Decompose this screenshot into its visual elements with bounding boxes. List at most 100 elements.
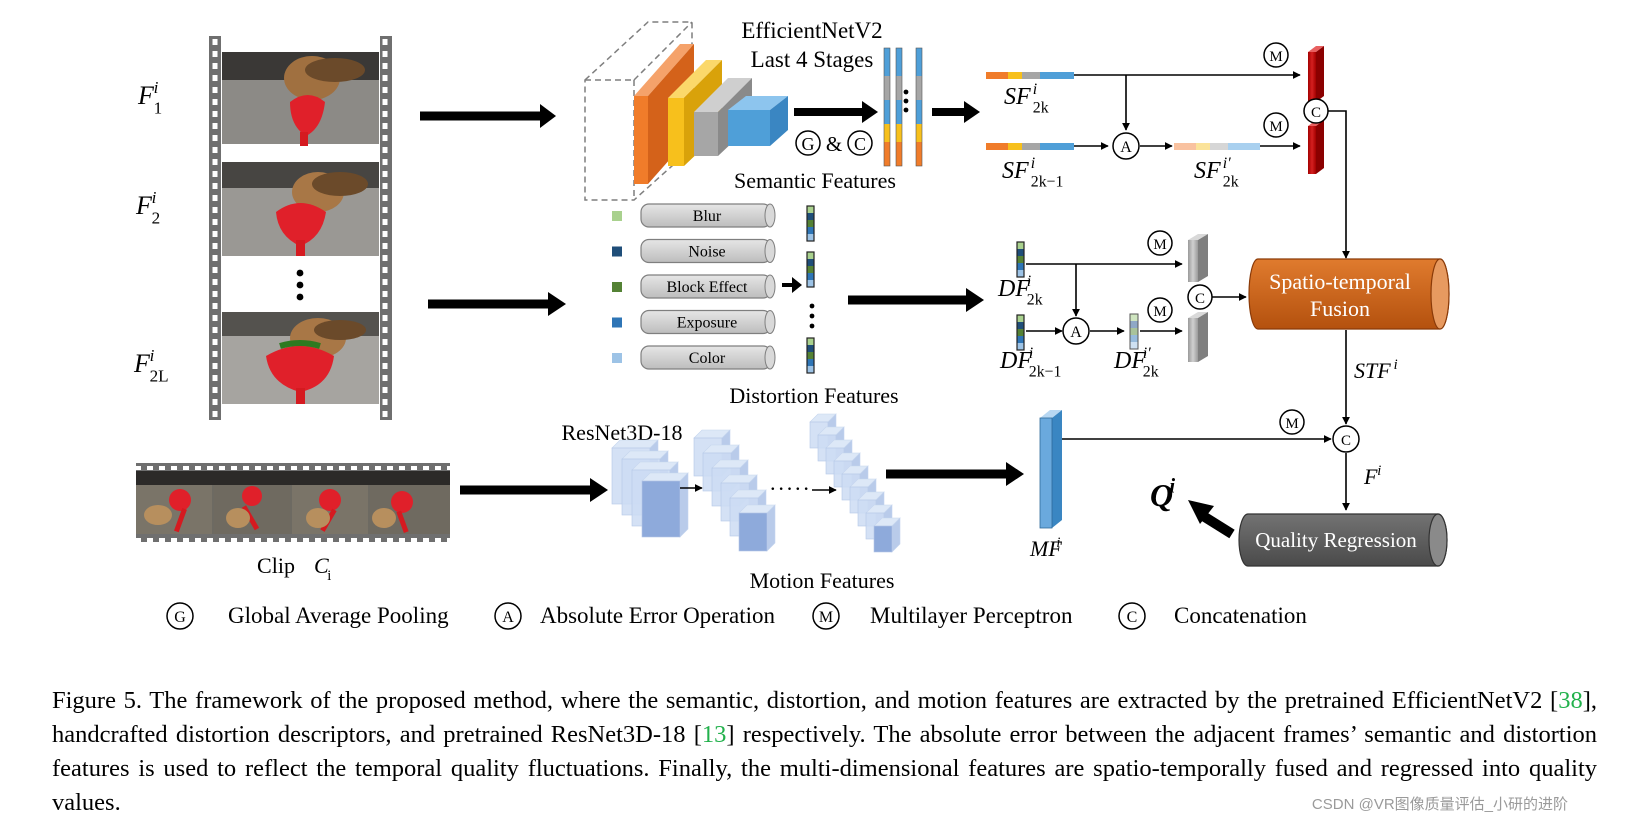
dist-vector-2 (806, 251, 815, 288)
semantic-vector-1 (883, 47, 891, 167)
clip-strip (136, 463, 450, 542)
distortion-item-label: Noise (688, 244, 725, 261)
distortion-dot (612, 282, 622, 292)
citation-38[interactable]: 38 (1558, 687, 1583, 714)
blue-stage-block (728, 110, 770, 146)
frame-2-image (222, 162, 379, 256)
semantic-features-label: Semantic Features (734, 168, 896, 193)
semantic-feature-vectors (883, 47, 923, 167)
dist-mlp-op-2 (1147, 297, 1173, 323)
efficientnet-subtitle: Last 4 Stages (751, 47, 874, 72)
svg-text:M: M (1269, 49, 1282, 65)
spatio-temporal-fusion-node: Spatio-temporal Fusion (1248, 258, 1450, 330)
frame-2l-image (222, 312, 379, 404)
svg-text:C: C (1311, 105, 1321, 121)
svg-text:M: M (819, 609, 833, 626)
legend-symbol (812, 602, 840, 630)
label-clip-var: Ci (314, 553, 331, 584)
distortion-dot (612, 317, 622, 328)
df-2k-vector (1016, 241, 1025, 278)
efficientnet-title: EfficientNetV2 (741, 18, 882, 43)
legend-symbol (166, 602, 194, 630)
mf-vector (1039, 410, 1062, 529)
frame-1-image (222, 52, 379, 146)
svg-text:A: A (502, 609, 514, 626)
distortion-item-label: Blur (693, 208, 722, 225)
svg-text:C: C (854, 134, 866, 154)
motion-features-label: Motion Features (750, 568, 895, 593)
distortion-item-block-effect: Block Effect (612, 274, 776, 299)
resnet-stack-2 (693, 429, 776, 552)
resnet-stack-3 (809, 413, 901, 553)
legend-item-c: C Concatenation (1118, 602, 1307, 630)
svg-text:M: M (1285, 416, 1298, 432)
distortion-item-label: Color (689, 350, 726, 367)
df-2k-1-vector (1016, 314, 1025, 351)
svg-text:Fusion: Fusion (1310, 296, 1370, 321)
distortion-features-label: Distortion Features (729, 383, 898, 408)
df-2k-prime-vector (1129, 313, 1139, 350)
svg-text:Quality Regression: Quality Regression (1255, 528, 1417, 552)
legend-text: Absolute Error Operation (540, 603, 776, 628)
efficientnet-stages (584, 21, 788, 201)
legend-symbol (494, 602, 522, 630)
sf-2k-1-bar (986, 143, 1074, 150)
svg-text:M: M (1153, 304, 1166, 320)
legend-text: Concatenation (1174, 603, 1307, 628)
quality-regression-node: Quality Regression (1238, 513, 1448, 567)
gap-op-circle (795, 130, 821, 156)
svg-text:A: A (1070, 324, 1082, 341)
distortion-dot (612, 246, 622, 257)
gray-stage-block (694, 112, 718, 156)
distortion-feature-vectors (806, 205, 815, 374)
legend-symbol (1118, 602, 1146, 630)
svg-text:&: & (826, 132, 842, 156)
legend-text: Multilayer Perceptron (870, 603, 1073, 628)
label-q: Qi (1150, 474, 1175, 513)
svg-text:C: C (1127, 609, 1138, 626)
legend-item-a: A Absolute Error Operation (494, 602, 776, 630)
semantic-vector-2 (895, 47, 903, 167)
sem-mlp-output-1 (1308, 46, 1324, 102)
svg-text:Spatio-temporal: Spatio-temporal (1269, 269, 1411, 294)
svg-text:M: M (1153, 237, 1166, 253)
distortion-dot (612, 211, 622, 221)
resnet3d-feature-stacks (611, 413, 901, 553)
svg-text:C: C (1341, 433, 1351, 449)
legend-text: Global Average Pooling (228, 603, 449, 628)
film-strip (209, 36, 392, 420)
svg-text:M: M (1269, 119, 1282, 135)
clip-label: Clip (257, 553, 295, 578)
distortion-item-exposure: Exposure (612, 309, 776, 335)
dist-mlp-output-2 (1188, 312, 1208, 362)
motion-ellipsis: ····· (769, 476, 811, 501)
svg-text:A: A (1120, 139, 1132, 156)
distortion-item-blur: Blur (612, 203, 776, 228)
dist-abs-error-op (1062, 317, 1090, 345)
sf-2k-prime-bar (1174, 143, 1260, 150)
watermark: CSDN @VR图像质量评估_小研的进阶 (1311, 796, 1568, 813)
distortion-dot (612, 353, 622, 363)
final-concat-op (1332, 425, 1360, 453)
distortion-item-label: Exposure (677, 315, 737, 332)
concat-op-circle (847, 130, 873, 156)
svg-text:G: G (802, 134, 815, 154)
label-mf: MFi (1029, 535, 1062, 561)
sem-abs-error-op (1112, 132, 1140, 160)
sf-2k-bar (986, 72, 1074, 79)
yellow-stage-block (668, 98, 684, 166)
citation-13[interactable]: 13 (701, 721, 727, 748)
svg-text:C: C (1195, 291, 1205, 307)
